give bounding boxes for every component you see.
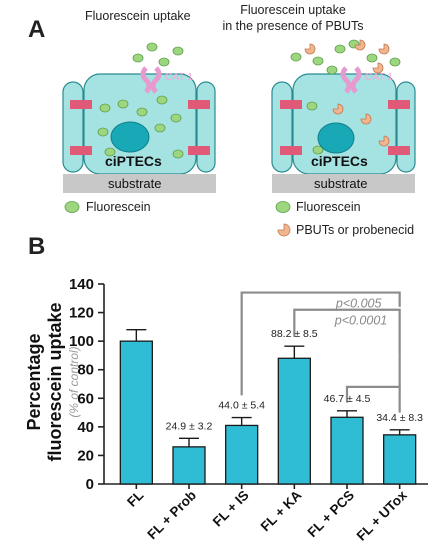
x-tick-label-group: FL + KA — [258, 487, 305, 534]
oat1-transporter-icon — [340, 66, 362, 94]
y-axis-title: Percentage fluorescein uptake (% of cont… — [24, 302, 81, 461]
cell-right-neighbor — [196, 81, 216, 173]
significance-label: p<0.005 — [335, 297, 382, 311]
x-tick-label: FL + UTox — [354, 487, 410, 543]
bar — [119, 340, 153, 485]
tight-junction — [70, 100, 92, 109]
significance-brackets — [240, 291, 401, 413]
oat1-transporter-icon — [140, 66, 162, 94]
tight-junction — [388, 100, 410, 109]
chart-axes — [98, 283, 428, 489]
legend-fluorescein-icon — [64, 201, 80, 213]
bar-series — [119, 329, 417, 485]
substrate — [272, 174, 415, 193]
x-tick-label: FL — [124, 488, 146, 510]
bar — [172, 446, 206, 485]
legend-pbut: PBUTs or probenecid — [296, 223, 414, 237]
tight-junction — [388, 146, 410, 155]
x-tick-label: FL + IS — [210, 488, 252, 530]
data-label: 24.9 ± 3.2 — [166, 420, 213, 432]
schematic-left: Fluorescein uptake OAT 1 — [62, 9, 216, 214]
x-tick-label-group: FL + Prob — [144, 488, 199, 543]
cell-label: ciPTECs — [311, 153, 368, 169]
ylabel-line2: fluorescein uptake — [45, 302, 65, 461]
x-tick-label-group: FL + UTox — [354, 487, 410, 543]
significance-label: p<0.0001 — [334, 314, 387, 328]
right-title-line1: Fluorescein uptake — [240, 3, 346, 17]
oat1-label: OAT 1 — [365, 72, 393, 83]
y-tick-label: 40 — [77, 419, 94, 436]
legend-fluorescein-icon — [275, 201, 291, 213]
bar — [383, 434, 417, 485]
x-tick-label-group: FL + PCS — [305, 488, 358, 541]
data-label: 44.0 ± 5.4 — [218, 400, 265, 412]
panel-b-letter: B — [28, 233, 45, 260]
substrate-label: substrate — [108, 176, 161, 191]
schematic-right: Fluorescein uptake in the presence of PB… — [222, 3, 416, 237]
legend-fluorescein: Fluorescein — [296, 200, 361, 214]
legend-fluorescein: Fluorescein — [86, 200, 151, 214]
bar — [330, 416, 364, 485]
cell-left-neighbor — [271, 81, 293, 173]
left-title: Fluorescein uptake — [85, 9, 191, 23]
ylabel-line1: Percentage — [24, 333, 44, 430]
significance-bracket — [240, 291, 401, 396]
bar — [277, 357, 311, 485]
y-tick-label: 60 — [77, 390, 94, 407]
panel-a-letter: A — [28, 16, 45, 43]
cell-right-neighbor — [396, 81, 416, 173]
tight-junction — [70, 146, 92, 155]
tight-junction — [280, 100, 302, 109]
tight-junction — [188, 100, 210, 109]
x-tick-label: FL + PCS — [305, 488, 358, 541]
ylabel-sub: (% of control) — [67, 346, 81, 417]
significance-bracket — [293, 308, 401, 356]
legend-pbut-icon — [277, 223, 291, 237]
substrate — [63, 174, 216, 193]
pbut-icons — [304, 39, 390, 147]
cell-label: ciPTECs — [105, 153, 162, 169]
oat1-label: OAT 1 — [165, 72, 193, 83]
bar — [225, 424, 259, 485]
x-tick-label-group: FL + IS — [210, 488, 252, 530]
y-tick-label: 120 — [69, 305, 94, 322]
tight-junction — [280, 146, 302, 155]
right-title-line2: in the presence of PBUTs — [222, 19, 363, 33]
y-tick-label: 100 — [69, 333, 94, 350]
data-label: 46.7 ± 4.5 — [324, 393, 371, 405]
y-tick-label: 80 — [77, 362, 94, 379]
y-tick-label: 140 — [69, 276, 94, 293]
data-label: 34.4 ± 8.3 — [376, 412, 423, 424]
fluorescein-dots — [97, 42, 184, 159]
x-tick-label: FL + Prob — [144, 488, 199, 543]
x-tick-label: FL + KA — [258, 487, 305, 534]
substrate-label: substrate — [314, 176, 367, 191]
tight-junction — [188, 146, 210, 155]
nucleus — [110, 121, 150, 153]
cell-left-neighbor — [62, 81, 84, 173]
data-label: 88.2 ± 8.5 — [271, 328, 318, 340]
x-tick-label-group: FL — [124, 488, 146, 510]
y-tick-label: 20 — [77, 447, 94, 464]
y-tick-label: 0 — [86, 476, 94, 493]
comparison-bracket — [345, 385, 401, 413]
nucleus — [317, 122, 355, 154]
